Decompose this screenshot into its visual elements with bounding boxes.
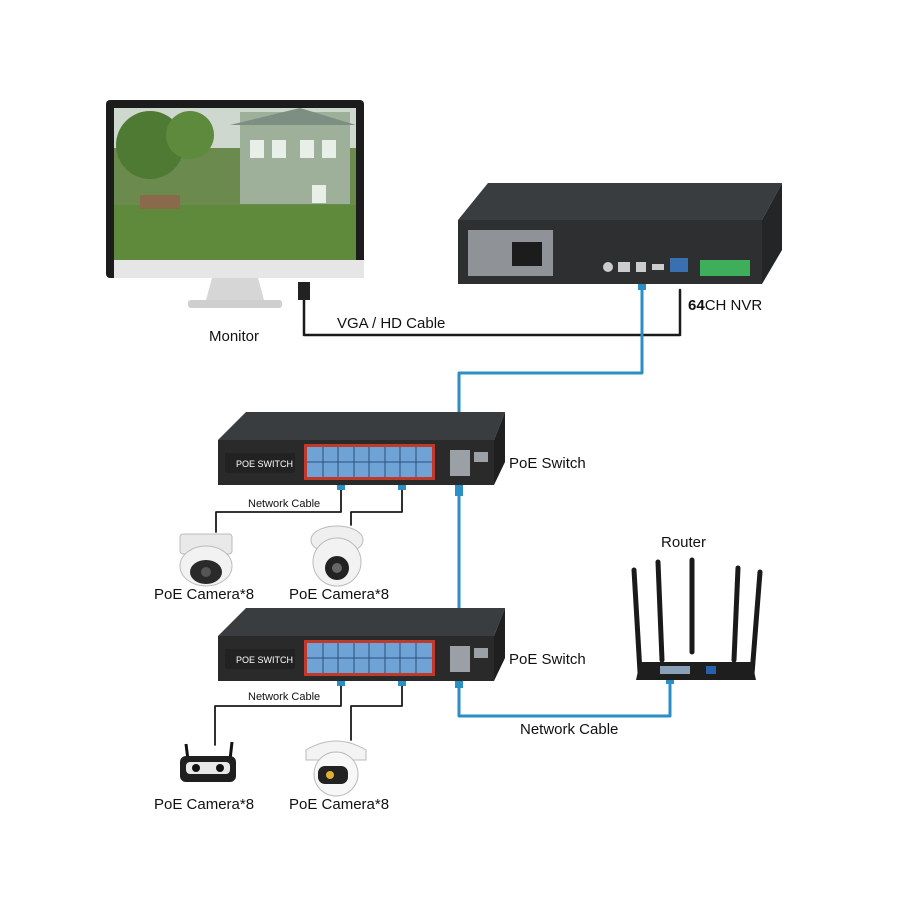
- switch-badge-text: POE SWITCH: [236, 459, 293, 469]
- poe-switch-1-icon: POE SWITCH: [218, 412, 505, 485]
- poe-switch-2-icon: POE SWITCH: [218, 608, 505, 681]
- nvr-label-suffix: CH NVR: [704, 297, 763, 314]
- network-cable-label-2: Network Cable: [248, 691, 321, 703]
- camera-cable: [350, 481, 403, 526]
- nvr-to-switch-cable: [457, 288, 644, 442]
- nvr-device-icon: [458, 183, 782, 284]
- camera-group-label-1: PoE Camera*8: [154, 586, 255, 603]
- poe-switch-2-label: PoE Switch: [509, 651, 586, 668]
- poe-switch-1-label: PoE Switch: [509, 455, 586, 472]
- eyeball-camera-icon: [305, 740, 367, 797]
- camera-group-label-2: PoE Camera*8: [289, 586, 390, 603]
- wireless-camera-icon: [180, 741, 236, 782]
- switch-badge-text: POE SWITCH: [236, 655, 293, 665]
- cables: [214, 288, 682, 746]
- vga-cable: [302, 288, 682, 337]
- network-cable-label-1: Network Cable: [248, 498, 321, 510]
- router-icon: [631, 557, 763, 680]
- camera-cable: [214, 677, 342, 746]
- camera-group-label-3: PoE Camera*8: [154, 796, 255, 813]
- router-cable: [457, 678, 672, 718]
- dome-camera-icon: [179, 533, 233, 587]
- camera-cable: [215, 481, 342, 533]
- router-label: Router: [661, 534, 707, 551]
- turret-camera-icon: [310, 525, 364, 587]
- camera-cable: [350, 677, 403, 741]
- monitor-icon: [106, 100, 364, 308]
- nvr-label: 64CH NVR: [688, 297, 762, 314]
- camera-group-label-4: PoE Camera*8: [289, 796, 390, 813]
- vga-cable-label: VGA / HD Cable: [337, 315, 446, 332]
- nvr-channel-count: 64: [688, 297, 705, 314]
- monitor-label: Monitor: [209, 328, 260, 345]
- router-cable-label: Network Cable: [520, 721, 619, 738]
